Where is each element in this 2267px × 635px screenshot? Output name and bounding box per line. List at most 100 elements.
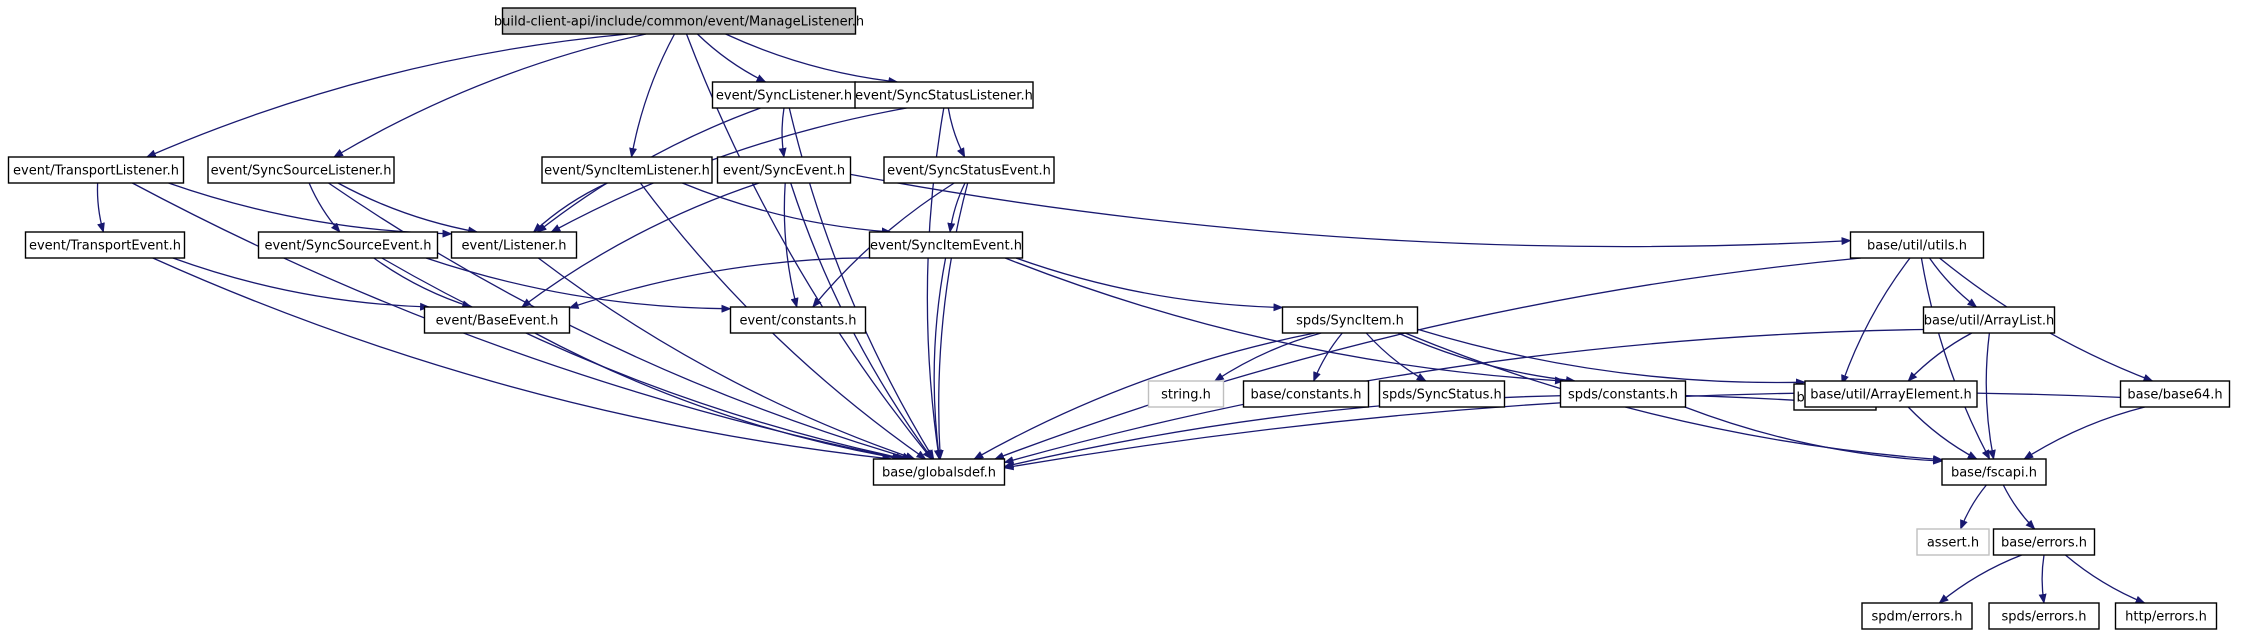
edge-build-client-api-include-common-event-managelistener-h-to-event-syncitemlistener-h (629, 33, 676, 158)
edge-event-syncevent-h-to-event-constants-h (783, 182, 799, 308)
node-base-base64-h[interactable]: base/base64.h (2119, 380, 2231, 408)
edge-base-util-arraylist-h-to-base-fscapi-h (1985, 332, 1996, 460)
node-label: event/SyncStatusListener.h (855, 89, 1033, 104)
edge-event-syncitemevent-h-to-event-baseevent-h (568, 257, 870, 309)
edge-base-util-utils-h-to-base-md5-h (1841, 257, 1911, 385)
node-spds-syncstatus-h[interactable]: spds/SyncStatus.h (1378, 380, 1506, 408)
node-build-client-api-include-common-event-managelistener-h[interactable]: build-client-api/include/common/event/Ma… (494, 7, 864, 35)
node-event-listener-h[interactable]: event/Listener.h (450, 231, 578, 259)
node-box (257, 231, 439, 259)
edge-event-transportlistener-h-to-event-listener-h (168, 182, 453, 238)
node-spdm-errors-h[interactable]: spdm/errors.h (1861, 602, 1973, 630)
node-box (501, 7, 857, 35)
node-box (423, 306, 571, 334)
node-label: string.h (1161, 388, 1211, 403)
node-event-baseevent-h[interactable]: event/BaseEvent.h (423, 306, 571, 334)
node-event-syncsourceevent-h[interactable]: event/SyncSourceEvent.h (257, 231, 439, 259)
edge-base-util-utils-h-to-base-fscapi-h (1920, 257, 1991, 460)
edge-event-syncstatusevent-h-to-event-syncitemevent-h (947, 182, 966, 233)
node-event-syncitemlistener-h[interactable]: event/SyncItemListener.h (541, 156, 713, 184)
node-event-synclistener-h[interactable]: event/SyncListener.h (711, 81, 857, 109)
node-box (1849, 231, 1985, 259)
edges-layer (96, 33, 2154, 604)
node-box (1559, 380, 1687, 408)
node-label: base/errors.h (2001, 536, 2087, 551)
edge-event-syncitemlistener-h-to-event-syncitemevent-h (682, 182, 892, 236)
node-box (1922, 306, 2056, 334)
edge-build-client-api-include-common-event-managelistener-h-to-event-syncstatuslistener-h (725, 33, 899, 85)
node-spds-errors-h[interactable]: spds/errors.h (1988, 602, 2100, 630)
edge-base-fscapi-h-to-assert-h (1959, 484, 1987, 530)
node-event-syncevent-h[interactable]: event/SyncEvent.h (716, 156, 852, 184)
node-http-errors-h[interactable]: http/errors.h (2114, 602, 2218, 630)
node-label: event/SyncSourceEvent.h (264, 239, 431, 254)
node-box (1147, 380, 1225, 408)
node-label: event/SyncItemListener.h (544, 164, 710, 179)
node-spds-constants-h[interactable]: spds/constants.h (1559, 380, 1687, 408)
node-base-util-arraylist-h[interactable]: base/util/ArrayList.h (1922, 306, 2056, 334)
node-label: base/constants.h (1250, 388, 1361, 403)
node-label: event/SyncSourceListener.h (211, 164, 392, 179)
node-event-transportlistener-h[interactable]: event/TransportListener.h (7, 156, 185, 184)
node-event-constants-h[interactable]: event/constants.h (729, 306, 867, 334)
edge-spds-syncitem-h-to-base-fscapi-h (1404, 332, 1943, 464)
edge-event-transportlistener-h-to-event-transportevent-h (96, 182, 105, 233)
edge-event-syncstatuslistener-h-to-event-syncstatusevent-h (947, 107, 966, 158)
edge-event-syncitemevent-h-to-base-globalsdef-h (933, 257, 947, 460)
node-base-errors-h[interactable]: base/errors.h (1992, 528, 2096, 556)
node-base-util-utils-h[interactable]: base/util/utils.h (1849, 231, 1985, 259)
node-event-syncstatusevent-h[interactable]: event/SyncStatusEvent.h (883, 156, 1055, 184)
edge-base-util-arraylist-h-to-base-globalsdef-h (1003, 328, 1924, 464)
node-box (2119, 380, 2231, 408)
node-base-util-arrayelement-h[interactable]: base/util/ArrayElement.h (1804, 380, 1978, 408)
edge-spds-syncitem-h-to-string-h (1213, 332, 1322, 382)
node-box (1861, 602, 1973, 630)
node-box (1378, 380, 1506, 408)
node-label: http/errors.h (2125, 610, 2207, 625)
node-base-globalsdef-h[interactable]: base/globalsdef.h (872, 458, 1006, 486)
edge-event-syncstatuslistener-h-to-base-globalsdef-h (926, 107, 945, 460)
edge-build-client-api-include-common-event-managelistener-h-to-event-transportlistener-h (145, 33, 629, 158)
node-box (541, 156, 713, 184)
node-label: base/util/utils.h (1867, 239, 1967, 254)
node-box (716, 156, 852, 184)
node-label: event/SyncEvent.h (723, 164, 845, 179)
node-event-transportevent-h[interactable]: event/TransportEvent.h (24, 231, 186, 259)
node-label: event/SyncListener.h (716, 89, 852, 104)
edge-base-util-arrayelement-h-to-base-fscapi-h (1907, 406, 1978, 460)
edge-base-errors-h-to-spds-errors-h (2038, 554, 2047, 604)
node-base-fscapi-h[interactable]: base/fscapi.h (1941, 458, 2047, 486)
edge-base-errors-h-to-spdm-errors-h (1938, 554, 2022, 604)
node-box (868, 231, 1024, 259)
node-label: build-client-api/include/common/event/Ma… (494, 15, 864, 30)
node-box (1242, 380, 1370, 408)
edge-base-util-utils-h-to-base-util-arraylist-h (1928, 257, 1978, 308)
node-box (450, 231, 578, 259)
node-box (1281, 306, 1419, 334)
node-label: base/base64.h (2127, 388, 2222, 403)
node-box (7, 156, 185, 184)
node-event-syncstatuslistener-h[interactable]: event/SyncStatusListener.h (854, 81, 1034, 109)
edge-event-syncsourceevent-h-to-base-globalsdef-h (381, 257, 907, 462)
node-label: base/globalsdef.h (882, 466, 996, 481)
edge-event-syncsourceevent-h-to-event-constants-h (425, 257, 732, 313)
node-label: assert.h (1927, 536, 1979, 551)
node-box (24, 231, 186, 259)
node-event-syncitemevent-h[interactable]: event/SyncItemEvent.h (868, 231, 1024, 259)
node-spds-syncitem-h[interactable]: spds/SyncItem.h (1281, 306, 1419, 334)
node-box (1804, 380, 1978, 408)
edge-event-baseevent-h-to-base-globalsdef-h (534, 332, 903, 462)
node-base-constants-h[interactable]: base/constants.h (1242, 380, 1370, 408)
node-box (207, 156, 395, 184)
node-box (2114, 602, 2218, 630)
node-event-syncsourcelistener-h[interactable]: event/SyncSourceListener.h (207, 156, 395, 184)
node-box (729, 306, 867, 334)
node-label: event/constants.h (739, 314, 856, 329)
node-label: event/SyncItemEvent.h (870, 239, 1022, 254)
node-label: base/util/ArrayElement.h (1810, 388, 1972, 403)
node-label: spds/errors.h (2001, 610, 2086, 625)
node-label: event/TransportEvent.h (29, 239, 181, 254)
edge-event-synclistener-h-to-event-syncevent-h (778, 107, 787, 158)
